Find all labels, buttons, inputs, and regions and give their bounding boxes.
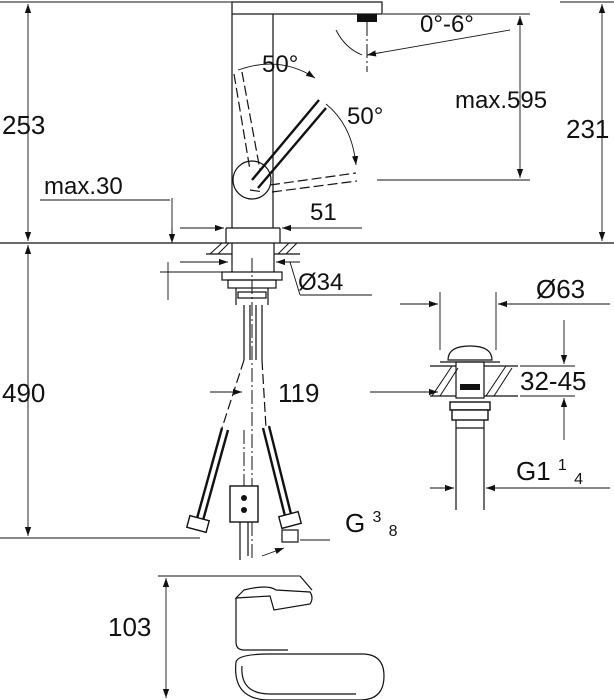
label-d63: Ø63 bbox=[536, 274, 585, 304]
label-angle-lever-right: 50° bbox=[347, 103, 383, 130]
label-490: 490 bbox=[2, 378, 45, 408]
handle-detail bbox=[158, 575, 385, 700]
deck-hatch bbox=[206, 242, 300, 255]
label-d34: Ø34 bbox=[298, 269, 343, 296]
label-angle-spout: 0°-6° bbox=[420, 11, 474, 38]
spout-angle-arc bbox=[335, 29, 363, 56]
label-hose-thread: G 3 8 bbox=[345, 498, 398, 540]
label-max595: max.595 bbox=[455, 87, 547, 114]
label-119: 119 bbox=[278, 378, 319, 408]
label-waste-thread: G1 1 4 bbox=[516, 446, 583, 488]
label-angle-lever-top: 50° bbox=[262, 51, 298, 78]
label-103: 103 bbox=[108, 612, 151, 642]
supply-hoses bbox=[185, 359, 303, 560]
lever-arc-right bbox=[325, 103, 359, 166]
label-231: 231 bbox=[566, 114, 609, 144]
lever-arc-top bbox=[237, 63, 316, 79]
label-253: 253 bbox=[2, 110, 45, 140]
label-51: 51 bbox=[310, 199, 337, 226]
label-32-45: 32-45 bbox=[520, 366, 587, 396]
label-max30: max.30 bbox=[44, 173, 123, 200]
waste-valve bbox=[430, 345, 518, 510]
faucet-body bbox=[225, 1, 383, 243]
